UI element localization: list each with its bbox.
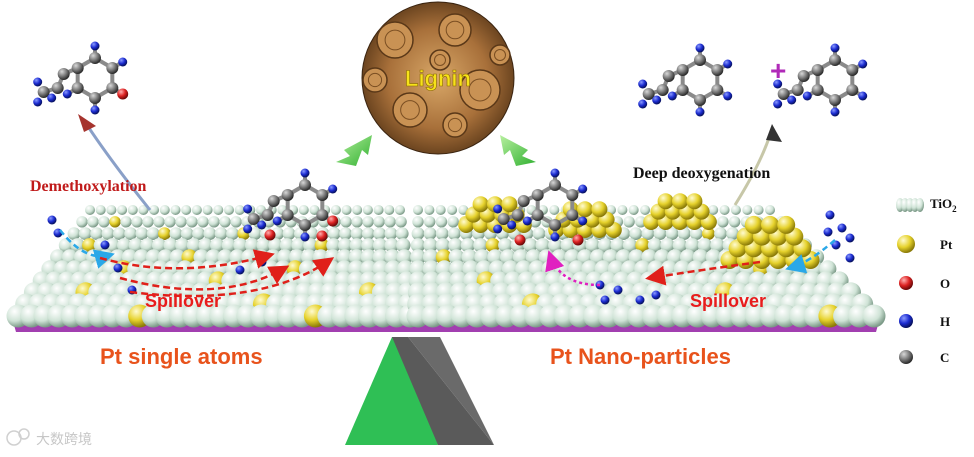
- legend-item-pt: Pt: [897, 235, 953, 253]
- left-spillover-arrows: [59, 229, 335, 298]
- demethoxylation-arrowhead: [78, 114, 96, 132]
- legend-label-c: C: [940, 350, 949, 365]
- watermark: 大数跨境: [6, 428, 92, 448]
- right-spillover-label: Spillover: [690, 291, 766, 311]
- plus-sign: +: [770, 55, 786, 86]
- legend-item-tio2: TiO2: [896, 196, 957, 214]
- legend-item-h: H: [899, 314, 950, 329]
- demethoxylation-label: Demethoxylation: [30, 178, 147, 195]
- legend-item-c: C: [899, 350, 949, 365]
- legend: TiO2 Pt O H C: [896, 196, 957, 365]
- demethoxylation-arrow: [83, 121, 152, 211]
- right-spillover-arrows: [545, 239, 836, 287]
- pt-nanoparticles-label: Pt Nano-particles: [550, 344, 731, 369]
- legend-item-o: O: [899, 276, 950, 291]
- lignin-image: Lignin: [361, 1, 515, 155]
- right-tio2-surface: [406, 205, 886, 328]
- green-arrow-right: [500, 135, 536, 166]
- lignin-title: Lignin: [405, 66, 471, 91]
- pt-single-atoms-label: Pt single atoms: [100, 344, 263, 369]
- legend-label-h: H: [940, 314, 950, 329]
- deep-deoxygenation-label: Deep deoxygenation: [633, 165, 770, 182]
- deep-deoxygenation-arrow: [733, 134, 772, 206]
- deep-deoxygenation-arrowhead: [766, 124, 782, 142]
- left-spillover-label: Spillover: [145, 291, 221, 311]
- legend-label-pt: Pt: [940, 237, 953, 252]
- fulcrum-pyramid: [345, 337, 494, 445]
- legend-label-o: O: [940, 276, 950, 291]
- watermark-text: 大数跨境: [36, 432, 92, 448]
- green-arrow-left: [336, 135, 372, 166]
- legend-label-tio2: TiO2: [930, 196, 957, 214]
